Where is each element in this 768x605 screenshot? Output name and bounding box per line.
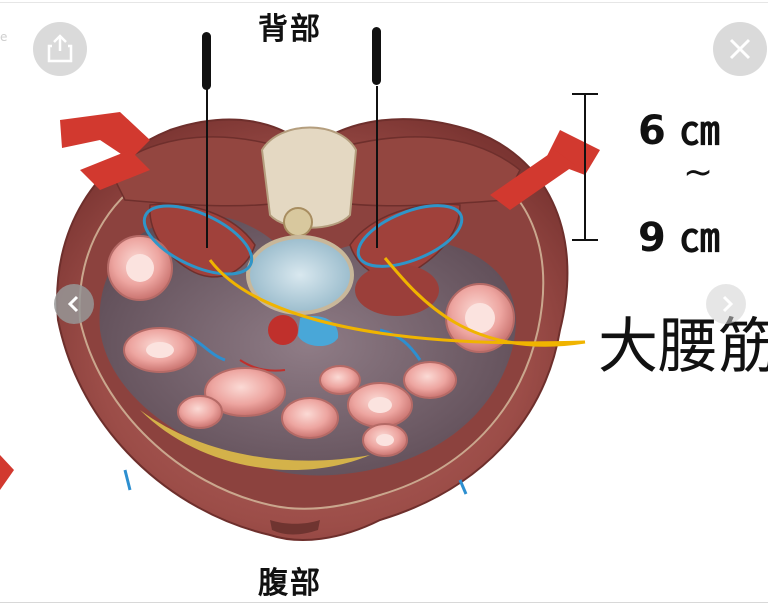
needle-handle-right xyxy=(372,27,381,85)
needle-right xyxy=(376,86,378,248)
needle-left xyxy=(206,86,208,248)
chevron-left-icon xyxy=(64,294,84,314)
close-icon xyxy=(726,35,754,63)
share-button[interactable] xyxy=(33,22,87,76)
previous-image-button[interactable] xyxy=(54,284,94,324)
back-label: 背部 xyxy=(258,4,322,48)
next-image-button[interactable] xyxy=(706,284,746,324)
chevron-right-icon xyxy=(717,294,737,314)
edge-text: e xyxy=(0,30,7,44)
depth-max-label: 9 ㎝ xyxy=(638,205,720,263)
depth-range-tilde: ~ xyxy=(683,152,713,193)
needle-handle-left xyxy=(202,32,211,90)
bottom-divider xyxy=(0,602,768,603)
close-button[interactable] xyxy=(713,22,767,76)
belly-label: 腹部 xyxy=(258,558,322,602)
depth-min-label: 6 ㎝ xyxy=(638,98,720,156)
share-icon xyxy=(46,33,74,63)
